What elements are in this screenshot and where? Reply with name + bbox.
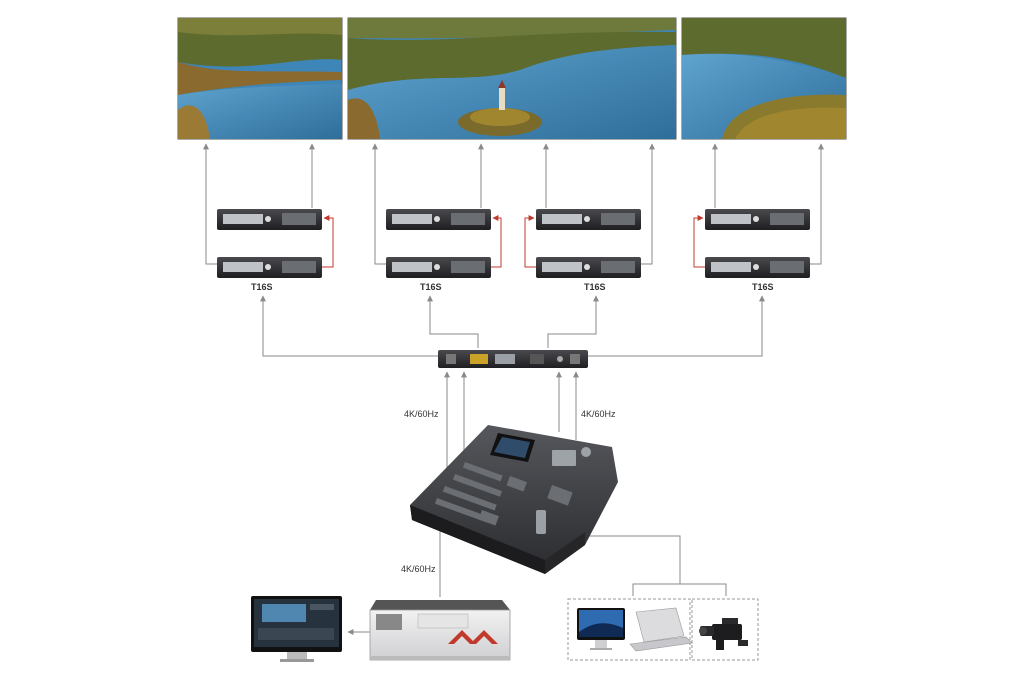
sources-group: [567, 598, 759, 661]
link-dist-to-p3: [547, 295, 599, 348]
link-p1-bottom-to-screen: [203, 143, 217, 265]
distributor-device: [438, 350, 588, 368]
link-dist-to-p2: [427, 295, 479, 348]
link-sources-to-console: [583, 536, 727, 596]
camcorder-icon: [699, 618, 748, 650]
link-dist-to-p4: [586, 295, 765, 357]
imac-icon: [577, 608, 625, 650]
loop-p3: [524, 215, 536, 268]
processor-pair-3: [536, 209, 641, 278]
loop-p1: [322, 215, 334, 268]
led-screen-right: [681, 17, 847, 140]
console-device: [410, 425, 618, 574]
sending-card-device: [386, 257, 491, 278]
sending-card-device: [217, 209, 322, 230]
laptop-icon: [629, 607, 693, 652]
signal-label-left: 4K/60Hz: [404, 409, 439, 419]
sending-card-device: [705, 257, 810, 278]
media-server-device: [369, 600, 511, 661]
sending-card-device: [536, 257, 641, 278]
sending-card-device: [217, 257, 322, 278]
processor-label-4: T16S: [752, 282, 774, 292]
processor-label-1: T16S: [251, 282, 273, 292]
link-p3-bottom-to-screen: [641, 143, 655, 265]
connection-lines: [203, 143, 824, 635]
loop-lines: [322, 215, 705, 268]
led-screen-center: [347, 17, 677, 140]
led-screen-left: [177, 17, 343, 140]
link-p4-bottom-to-screen: [810, 143, 824, 265]
loop-p2: [491, 215, 502, 268]
link-p2-bottom-to-screen: [372, 143, 386, 265]
monitor-icon: [251, 596, 342, 662]
signal-label-right: 4K/60Hz: [581, 409, 616, 419]
processor-pair-1: [217, 209, 322, 278]
sending-card-device: [536, 209, 641, 230]
sending-card-device: [705, 209, 810, 230]
loop-p4: [693, 215, 705, 268]
signal-label-server: 4K/60Hz: [401, 564, 436, 574]
sending-card-device: [386, 209, 491, 230]
link-dist-to-p1: [260, 295, 440, 357]
processor-label-3: T16S: [584, 282, 606, 292]
processor-pair-4: [705, 209, 810, 278]
processor-pair-2: [386, 209, 491, 278]
processor-label-2: T16S: [420, 282, 442, 292]
